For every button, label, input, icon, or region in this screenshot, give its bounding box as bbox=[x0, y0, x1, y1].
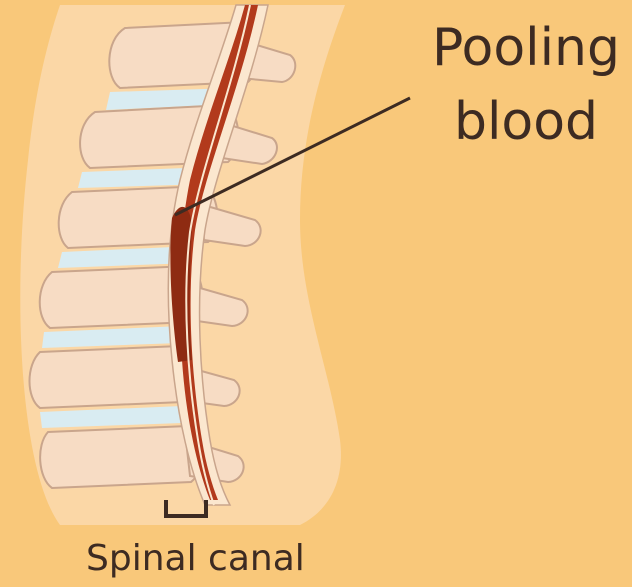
vertebra bbox=[40, 426, 200, 488]
pooling-label-line2: blood bbox=[420, 96, 632, 148]
pooling-label-line1: Pooling bbox=[420, 22, 632, 74]
pooling-blood-label: Pooling blood bbox=[420, 22, 632, 148]
spinal-canal-label: Spinal canal bbox=[86, 541, 305, 577]
vertebra bbox=[30, 346, 193, 408]
